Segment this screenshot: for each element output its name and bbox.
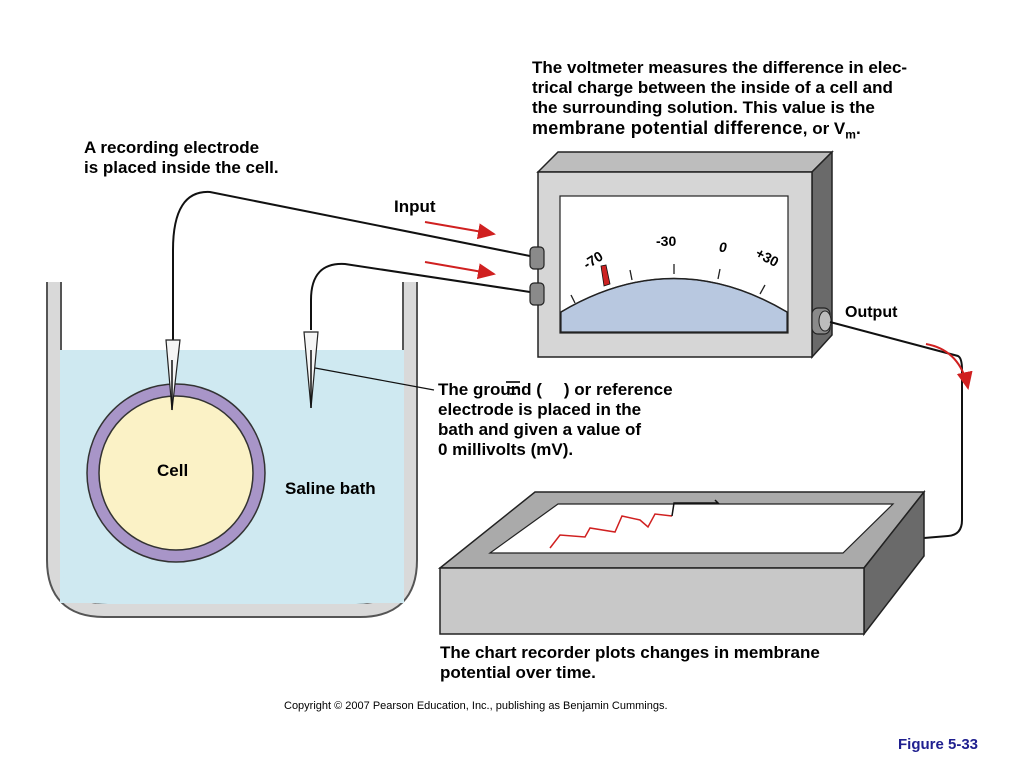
output-label: Output: [845, 304, 898, 321]
saline-bath-label: Saline bath: [285, 479, 376, 498]
ground-leader-line: [314, 367, 435, 391]
recorder-trace: [549, 513, 673, 549]
ground-caption: The ground () or reference electrode is …: [438, 380, 673, 459]
cell-label: Cell: [157, 461, 189, 480]
scale-label: -30: [656, 233, 676, 249]
cell: [86, 383, 266, 563]
reference-electrode: [303, 262, 531, 409]
output-arrow: [925, 343, 973, 390]
voltmeter: -70 -30 0 +30: [529, 150, 834, 359]
figure-label: Figure 5-33: [898, 736, 979, 753]
meter-needle: [600, 264, 611, 287]
chart-recorder-caption: The chart recorder plots changes in memb…: [440, 643, 820, 682]
chart-recorder: [437, 489, 926, 637]
output-wire: [829, 321, 963, 539]
scale-label: 0: [719, 239, 727, 255]
recording-electrode: [165, 190, 531, 411]
input-arrows: [424, 221, 496, 280]
copyright-notice: Copyright © 2007 Pearson Education, Inc.…: [284, 700, 668, 712]
recorder-pen: [671, 499, 720, 517]
recording-electrode-caption: A recording electrode is placed inside t…: [84, 138, 279, 177]
input-label: Input: [394, 197, 436, 216]
voltmeter-caption: The voltmeter measures the difference in…: [532, 58, 908, 142]
ground-symbol-icon: [506, 381, 520, 395]
